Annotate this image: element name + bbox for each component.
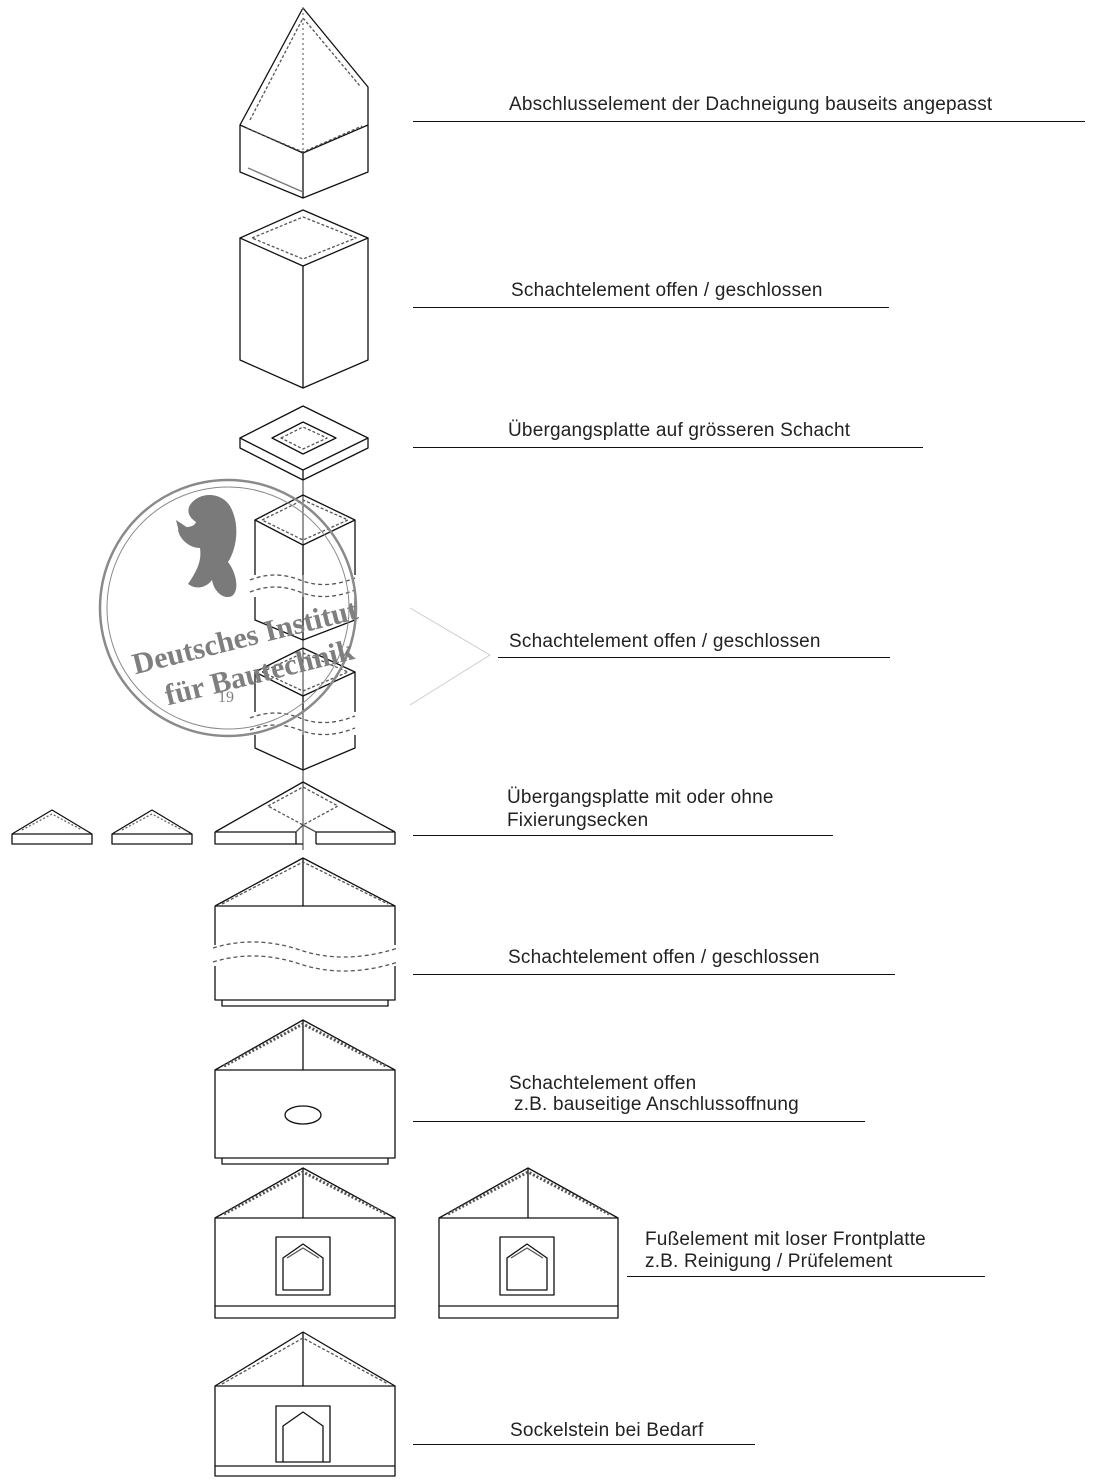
transition-plate-large — [239, 405, 369, 481]
transition-plate-fixing — [11, 781, 396, 845]
bear-emblem — [176, 494, 237, 598]
top-cap-element — [239, 7, 369, 199]
foot-element — [214, 1167, 619, 1319]
label-transition-fix-line2: Fixierungsecken — [507, 810, 649, 831]
label-shaft-opening-line2: z.B. bauseitige Anschlussoffnung — [514, 1094, 799, 1115]
leader-foot — [627, 1276, 985, 1277]
leader-transition-large — [413, 447, 923, 448]
label-foot-line2: z.B. Reinigung / Prüfelement — [645, 1251, 893, 1272]
label-base: Sockelstein bei Bedarf — [510, 1420, 704, 1441]
leader-transition-fix — [413, 835, 833, 836]
shaft-element-3 — [212, 857, 399, 1007]
label-shaft-1: Schachtelement offen / geschlossen — [511, 280, 823, 301]
base-stone — [214, 1331, 396, 1477]
label-transition-large: Übergangsplatte auf grösseren Schacht — [508, 420, 851, 441]
shaft-element-opening — [214, 1019, 396, 1165]
leader-base — [413, 1444, 755, 1445]
label-top-cap: Abschlusselement der Dachneigung bauseit… — [509, 94, 993, 115]
label-foot-line1: Fußelement mit loser Frontplatte — [645, 1229, 926, 1250]
label-transition-fix-line1: Übergangsplatte mit oder ohne — [507, 787, 774, 808]
leader-shaft-1 — [413, 307, 889, 308]
label-shaft-opening-line1: Schachtelement offen — [509, 1073, 697, 1094]
label-shaft-2: Schachtelement offen / geschlossen — [509, 631, 821, 652]
leader-shaft-opening — [413, 1121, 865, 1122]
leader-shaft-2 — [498, 657, 890, 658]
shaft-element-2 — [249, 494, 356, 771]
label-shaft-3: Schachtelement offen / geschlossen — [508, 947, 820, 968]
leader-shaft-3 — [413, 974, 895, 975]
guide-line — [409, 607, 491, 706]
official-stamp: Deutsches Institut für Bautechnik 19 — [98, 478, 361, 738]
stamp-number: 19 — [218, 689, 234, 706]
leader-top-cap — [413, 121, 1085, 122]
shaft-element-1 — [239, 209, 369, 389]
